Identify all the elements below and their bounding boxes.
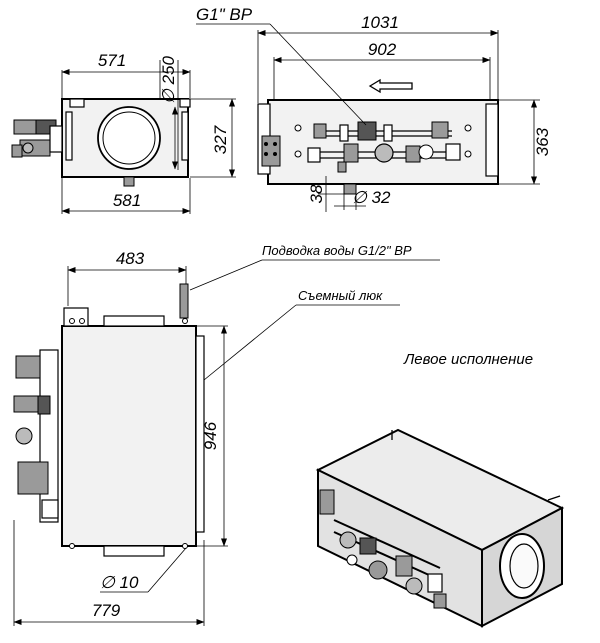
- isometric-view: [315, 428, 565, 628]
- dim-text-946: 946: [201, 421, 220, 450]
- water-supply-callout: Подводка воды G1/2" ВР: [189, 243, 440, 291]
- water-connection-callout: G1" ВР: [196, 5, 367, 126]
- removable-hatch-label: Съемный люк: [298, 288, 383, 303]
- dimension-581: 581: [61, 178, 191, 214]
- front-view: [11, 60, 191, 187]
- hatch-callout: Съемный люк: [203, 288, 400, 381]
- dim-text-327: 327: [211, 125, 230, 154]
- arrow-left-icon: [368, 78, 413, 94]
- dim-text-10: ∅ 10: [100, 573, 139, 592]
- water-connection-label: G1" ВР: [196, 5, 253, 24]
- water-supply-label: Подводка воды G1/2" ВР: [262, 243, 412, 258]
- dim-text-571: 571: [98, 51, 126, 70]
- dimension-32: ∅ 32: [334, 188, 391, 210]
- dim-text-483: 483: [116, 249, 145, 268]
- dim-text-32: ∅ 32: [352, 188, 391, 207]
- dimension-483: 483: [67, 249, 187, 306]
- dimension-1031: 1031: [257, 13, 499, 103]
- dimension-779: 779: [13, 520, 205, 626]
- dimension-946: 946: [196, 325, 228, 547]
- dim-text-581: 581: [113, 191, 141, 210]
- dimension-902: 902: [273, 40, 491, 100]
- version-label: Левое исполнение: [403, 351, 533, 368]
- dimension-mount-hole: ∅ 10: [100, 547, 187, 593]
- dim-text-363: 363: [533, 127, 552, 156]
- dimension-38: 38: [307, 176, 344, 212]
- dimension-363: 363: [498, 99, 552, 185]
- pump: [374, 143, 394, 163]
- upper-pipeline: [313, 121, 452, 142]
- dim-text-779: 779: [92, 601, 121, 620]
- dimension-571: 571: [61, 51, 191, 98]
- valve-assembly: [11, 119, 63, 158]
- dim-text-38: 38: [307, 184, 326, 203]
- dimension-327: 327: [190, 98, 236, 178]
- dimension-250: ∅ 250: [159, 56, 178, 170]
- dim-text-1031: 1031: [361, 13, 399, 32]
- dim-text-902: 902: [368, 40, 397, 59]
- iso-piping: [319, 489, 447, 609]
- plan-view: [13, 283, 205, 557]
- lower-pipeline: [307, 143, 461, 173]
- dim-text-250: ∅ 250: [159, 56, 178, 104]
- side-view: [257, 78, 499, 195]
- plan-pipe-column: [13, 349, 59, 523]
